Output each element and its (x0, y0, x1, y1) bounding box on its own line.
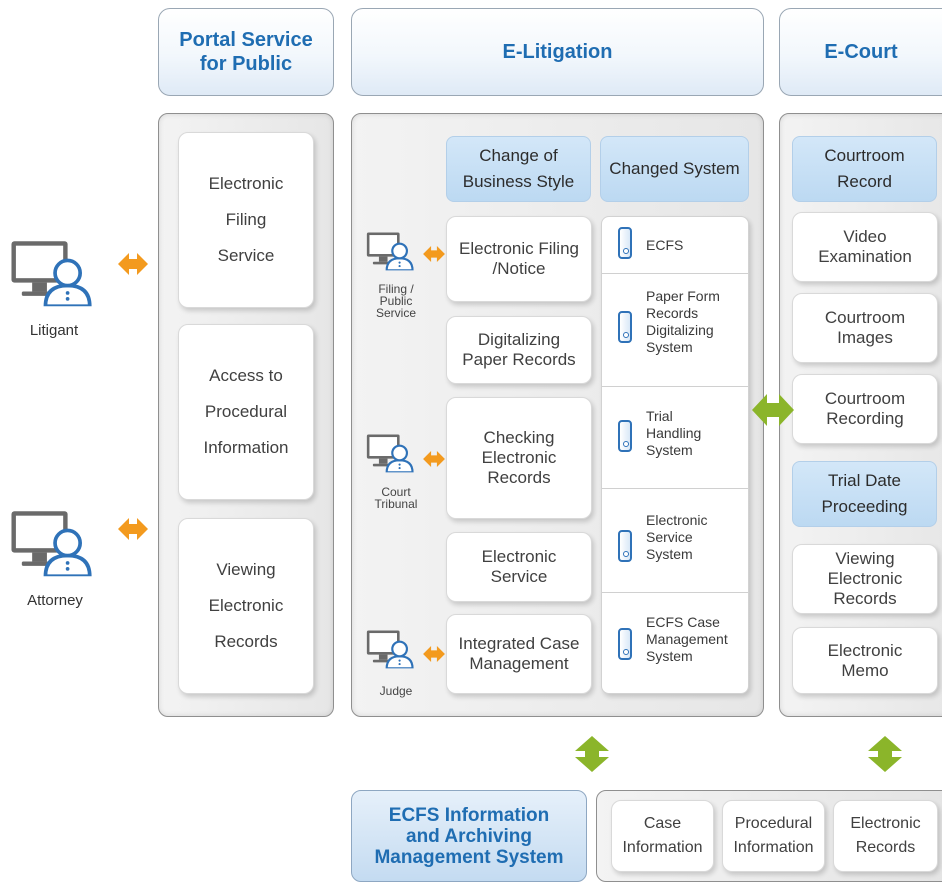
court-tribunal-icon (366, 432, 422, 474)
changed-system-list: ECFS Paper Form Records Digitalizing Sys… (601, 216, 749, 694)
changed-system-header: Changed System (600, 136, 749, 202)
system-item: Paper Form Records Digitalizing System (602, 273, 748, 387)
green-vertical-arrow-icon (575, 736, 609, 772)
change-of-business-style-header: Change of Business Style (446, 136, 591, 202)
filing-public-service-icon (366, 230, 422, 272)
role-judge: Judge (379, 684, 413, 698)
system-item-label: ECFS Case Management System (646, 614, 728, 664)
portal-service-title: Portal Service for Public (179, 29, 313, 75)
portal-item-procedural-information: Access to Procedural Information (178, 324, 314, 500)
judge-icon (366, 628, 422, 670)
green-vertical-arrow-icon (868, 736, 902, 772)
system-item-label: ECFS (646, 237, 684, 253)
business-electronic-filing-notice: Electronic Filing /Notice (446, 216, 592, 302)
database-icon (618, 628, 632, 660)
courtroom-record-header: Courtroom Record (792, 136, 937, 202)
archive-item-procedural-information: Procedural Information (722, 800, 825, 872)
court-item-viewing-electronic-records: Viewing Electronic Records (792, 544, 938, 614)
court-item-video-examination: Video Examination (792, 212, 938, 282)
system-item: Electronic Service System (602, 488, 748, 593)
database-icon (618, 420, 632, 452)
ecfs-archive-title: ECFS Information and Archiving Managemen… (351, 790, 587, 882)
court-item-electronic-memo: Electronic Memo (792, 627, 938, 694)
litigant-label: Litigant (29, 322, 79, 339)
double-arrow-icon (118, 253, 148, 275)
double-arrow-icon (423, 246, 445, 262)
green-double-arrow-icon (752, 394, 794, 426)
system-item-label: Electronic Service System (646, 512, 708, 562)
database-icon (618, 227, 632, 259)
system-item-label: Trial Handling System (646, 408, 702, 458)
attorney-label: Attorney (27, 592, 83, 609)
double-arrow-icon (423, 646, 445, 662)
double-arrow-icon (118, 518, 148, 540)
trial-date-proceeding-header: Trial Date Proceeding (792, 461, 937, 527)
business-checking-electronic-records: Checking Electronic Records (446, 397, 592, 519)
litigant-computer-icon (10, 228, 106, 318)
archive-item-electronic-records: Electronic Records (833, 800, 938, 872)
double-arrow-icon (423, 451, 445, 467)
portal-item-electronic-filing: Electronic Filing Service (178, 132, 314, 308)
portal-service-header: Portal Service for Public (158, 8, 334, 96)
role-filing-public-service: Filing / Public Service (375, 282, 416, 320)
system-item: ECFS Case Management System (602, 592, 748, 695)
portal-item-viewing-records: Viewing Electronic Records (178, 518, 314, 694)
role-court-tribunal: Court Tribunal (374, 485, 418, 511)
system-item: ECFS (602, 217, 748, 274)
e-litigation-title: E-Litigation (502, 41, 613, 63)
e-court-title: E-Court (824, 41, 898, 63)
court-item-courtroom-recording: Courtroom Recording (792, 374, 938, 444)
business-digitalizing-paper-records: Digitalizing Paper Records (446, 316, 592, 384)
archive-item-case-information: Case Information (611, 800, 714, 872)
system-item-label: Paper Form Records Digitalizing System (646, 288, 720, 355)
court-item-courtroom-images: Courtroom Images (792, 293, 938, 363)
attorney-computer-icon (10, 498, 106, 588)
database-icon (618, 311, 632, 343)
database-icon (618, 530, 632, 562)
business-integrated-case-management: Integrated Case Management (446, 614, 592, 694)
e-litigation-header: E-Litigation (351, 8, 764, 96)
e-court-header: E-Court (779, 8, 942, 96)
business-electronic-service: Electronic Service (446, 532, 592, 602)
system-item: Trial Handling System (602, 386, 748, 489)
